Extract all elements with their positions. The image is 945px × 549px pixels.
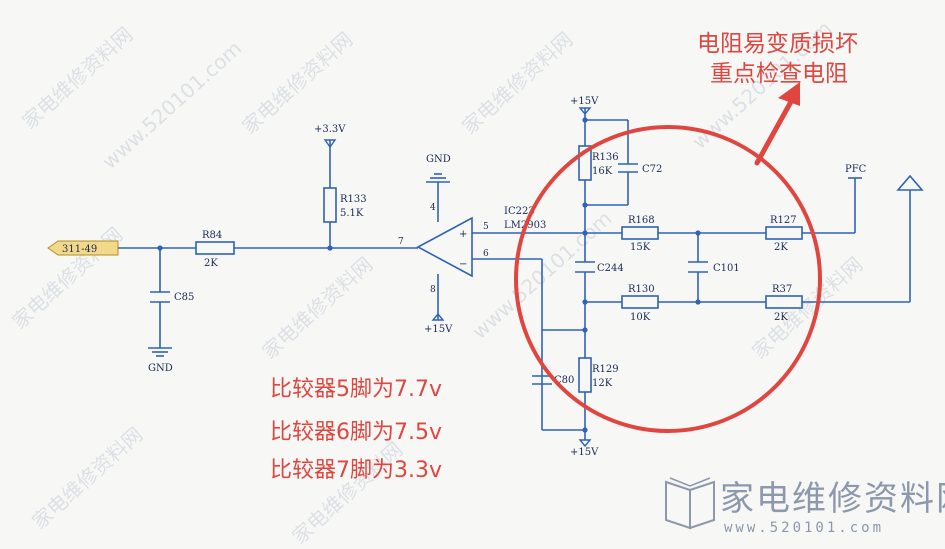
input-tag-311-49: 311-49 [47,240,119,256]
r129-value: 12K [592,378,613,389]
pfc-label: PFC [845,164,867,175]
warning-text: 电阻易变质损坏 重点检查电阻 [697,31,858,87]
c72-name: C72 [642,164,662,175]
r136-name: R136 [592,152,619,163]
supply-3v3: +3.3V [314,124,346,149]
watermark-text: 家电维修资料网 [7,222,127,334]
pin7-label: 7 [398,237,404,247]
watermark-text: 家电维修资料网 [27,422,147,534]
resistor-r130: R130 10K [621,284,659,323]
watermark-text: 家电维修资料网 [237,27,357,139]
wires [118,108,911,440]
pin6-label: 6 [483,249,489,259]
ground-symbol-top: GND [426,154,451,183]
v15-bottom-label: +15V [570,447,599,458]
watermark-text: 家电维修资料网 [17,22,137,134]
note-pin5: 比较器5脚为7.7v [270,377,442,402]
r133-name: R133 [340,194,367,205]
pin-voltage-notes: 比较器5脚为7.7v 比较器6脚为7.5v 比较器7脚为3.3v [270,377,442,483]
warning-line1: 电阻易变质损坏 [697,31,858,57]
resistor-r133: R133 5.1K [323,187,367,223]
resistor-r129: R129 12K [578,357,619,393]
note-pin7: 比较器7脚为3.3v [270,458,442,483]
c85-name: C85 [174,292,194,303]
ic-name: IC223 [504,206,535,217]
r84-value: 2K [204,258,218,269]
book-icon [665,477,715,530]
r168-name: R168 [628,215,655,226]
r130-name: R130 [628,284,655,295]
warning-line2: 重点检查电阻 [710,61,848,87]
plus-sign: + [459,229,467,240]
capacitor-c244: C244 [575,261,624,274]
capacitor-c72: C72 [618,163,662,175]
v15-top-label: +15V [570,96,599,107]
r129-name: R129 [592,364,619,375]
output-arrow [896,174,924,191]
r84-name: R84 [202,230,222,241]
r127-name: R127 [770,215,797,226]
resistor-r84: R84 2K [195,230,235,269]
capacitor-c85: C85 [150,291,194,303]
r168-value: 15K [630,242,651,253]
gnd-top-label: GND [426,154,451,165]
r37-value: 2K [774,312,788,323]
r133-value: 5.1K [340,208,364,219]
pin8-label: 8 [430,285,436,295]
watermark-text: 家电维修资料网 [257,252,377,364]
supply-15v-bottom: +15V [570,439,599,458]
pin5-label: 5 [483,222,489,232]
c101-name: C101 [713,263,740,274]
highlight-circle [514,125,822,433]
watermark-text: 家电维修资料网 [287,437,407,549]
resistor-r168: R168 15K [621,215,659,253]
supply-15v-ic: +15V [424,312,453,335]
pin4-label: 4 [430,203,436,213]
minus-sign: − [459,259,467,270]
logo-title: 家电维修资料网 [720,479,945,519]
supply-15v-top: +15V [570,96,599,116]
pfc-net-label: PFC [845,164,867,179]
c244-name: C244 [597,263,624,274]
r127-value: 2K [774,242,788,253]
input-tag-label: 311-49 [62,244,97,255]
warning-arrow [754,82,800,166]
resistor-r37: R37 2K [765,284,803,323]
capacitor-c101: C101 [688,261,740,274]
ground-symbol-left: GND [148,347,173,374]
v15-ic-label: +15V [424,324,453,335]
junctions [157,117,701,433]
v33-label: +3.3V [314,124,346,135]
watermark-url: www.520101.com [97,36,246,174]
site-logo: 家电维修资料网 www.520101.com [665,477,945,536]
r136-value: 16K [592,166,613,177]
r37-name: R37 [772,284,792,295]
gnd-left-label: GND [148,363,173,374]
note-pin6: 比较器6脚为7.5v [270,420,442,445]
watermark-text: 家电维修资料网 [457,27,577,139]
c80-name: C80 [554,375,574,386]
r130-value: 10K [630,312,651,323]
logo-url: www.520101.com [724,520,884,536]
resistor-r127: R127 2K [765,215,803,253]
